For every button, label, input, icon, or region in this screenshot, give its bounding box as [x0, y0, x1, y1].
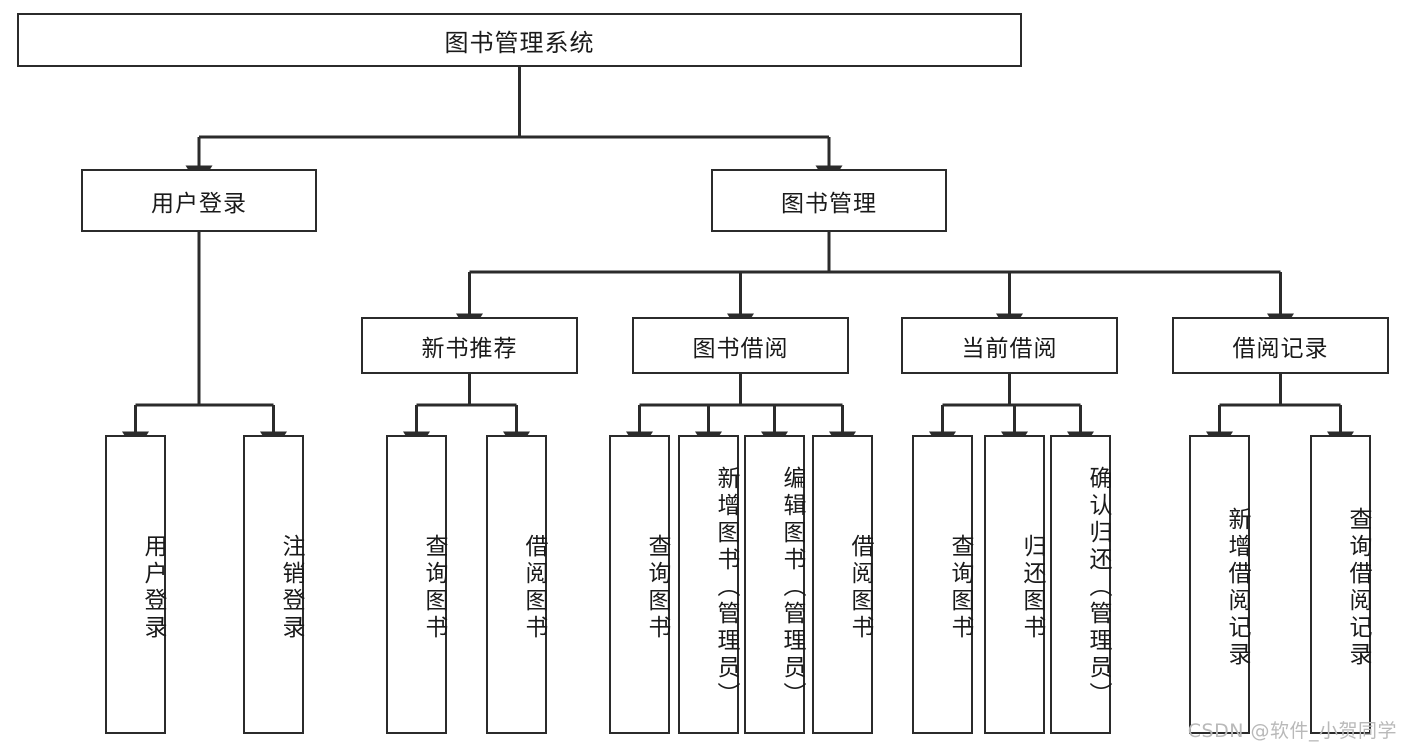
node-label: 编辑图书（管理员）: [779, 466, 805, 709]
watermark-text: CSDN @软件_小贺同学: [1187, 720, 1397, 742]
node-leaf_5[interactable]: 新增图书（管理员）: [678, 435, 739, 734]
node-label: 查询借阅记录: [1345, 506, 1371, 669]
node-label: 查询图书: [644, 533, 670, 642]
node-l3_2[interactable]: 当前借阅: [901, 317, 1118, 374]
node-l2_0[interactable]: 用户登录: [81, 169, 317, 232]
node-label: 图书借阅: [692, 335, 789, 362]
node-leaf_2[interactable]: 查询图书: [386, 435, 447, 734]
node-label: 图书管理系统: [444, 28, 595, 57]
node-leaf_0[interactable]: 用户登录: [105, 435, 166, 734]
node-label: 注销登录: [278, 533, 304, 642]
node-l3_3[interactable]: 借阅记录: [1172, 317, 1389, 374]
node-leaf_1[interactable]: 注销登录: [243, 435, 304, 734]
node-leaf_4[interactable]: 查询图书: [609, 435, 670, 734]
node-label: 用户登录: [140, 533, 166, 642]
node-label: 新书推荐: [421, 335, 518, 362]
node-label: 借阅记录: [1232, 335, 1329, 362]
node-label: 借阅图书: [521, 533, 547, 642]
node-leaf_3[interactable]: 借阅图书: [486, 435, 547, 734]
node-leaf_8[interactable]: 查询图书: [912, 435, 973, 734]
node-label: 确认归还（管理员）: [1085, 466, 1111, 709]
node-label: 图书管理: [781, 190, 877, 217]
node-label: 新增图书（管理员）: [713, 466, 739, 709]
node-leaf_10[interactable]: 确认归还（管理员）: [1050, 435, 1111, 734]
node-l3_1[interactable]: 图书借阅: [632, 317, 849, 374]
node-label: 归还图书: [1019, 533, 1045, 642]
node-label: 借阅图书: [847, 533, 873, 642]
node-l3_0[interactable]: 新书推荐: [361, 317, 578, 374]
node-leaf_11[interactable]: 新增借阅记录: [1189, 435, 1250, 734]
node-leaf_7[interactable]: 借阅图书: [812, 435, 873, 734]
node-label: 查询图书: [421, 533, 447, 642]
node-label: 当前借阅: [961, 335, 1058, 362]
node-label: 查询图书: [947, 533, 973, 642]
node-leaf_6[interactable]: 编辑图书（管理员）: [744, 435, 805, 734]
node-label: 新增借阅记录: [1224, 506, 1250, 669]
node-label: 用户登录: [151, 190, 247, 217]
node-leaf_9[interactable]: 归还图书: [984, 435, 1045, 734]
node-l2_1[interactable]: 图书管理: [711, 169, 947, 232]
node-leaf_12[interactable]: 查询借阅记录: [1310, 435, 1371, 734]
node-root[interactable]: 图书管理系统: [17, 13, 1022, 67]
